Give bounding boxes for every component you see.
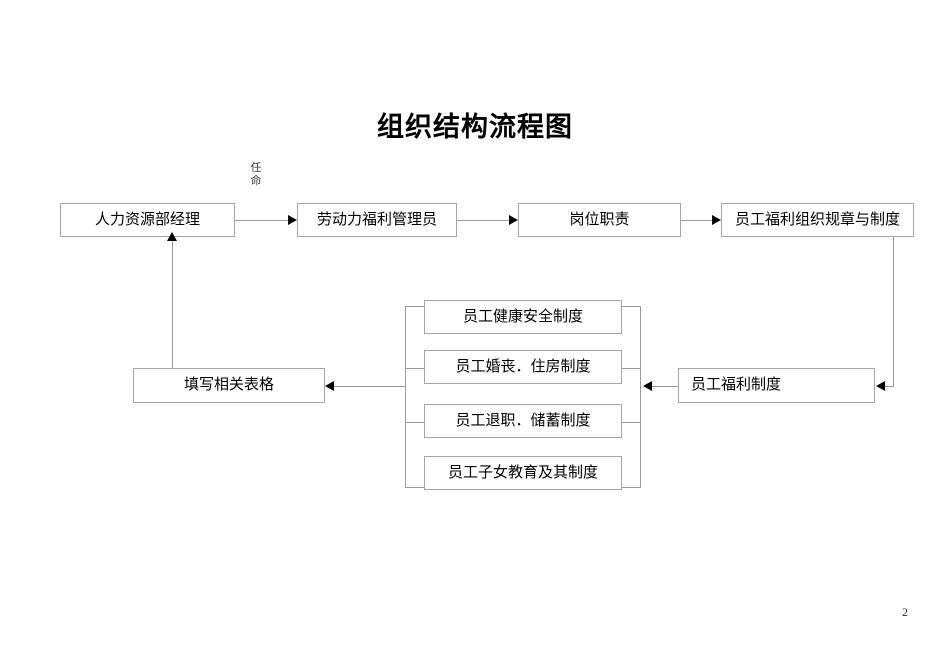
- policy-stub-right-retire: [622, 422, 641, 423]
- connector-fill-forms-up: [172, 241, 173, 368]
- arrowhead-duties-to-rules: [712, 215, 721, 225]
- arrowhead-admin-to-duties: [509, 215, 518, 225]
- policy-rail-left: [405, 306, 406, 487]
- connector-welfare-system-to-policies: [652, 386, 678, 387]
- connector-admin-to-duties: [457, 220, 509, 221]
- node-welfare-rules[interactable]: 员工福利组织规章与制度: [721, 203, 914, 237]
- connector-rules-down: [893, 237, 894, 386]
- page-title: 组织结构流程图: [377, 112, 573, 142]
- policy-stub-left-education: [405, 487, 425, 488]
- node-job-duties[interactable]: 岗位职责: [518, 203, 681, 237]
- policy-stub-right-education: [622, 487, 641, 488]
- node-welfare-admin[interactable]: 劳动力福利管理员: [297, 203, 457, 237]
- policy-stub-left-retire: [405, 422, 425, 423]
- policy-rail-right: [640, 306, 641, 487]
- node-policy-health[interactable]: 员工健康安全制度: [424, 300, 622, 334]
- policy-stub-left-marriage: [405, 368, 425, 369]
- connector-policies-to-fill-forms: [334, 386, 406, 387]
- policy-stub-left-health: [405, 306, 425, 307]
- node-policy-marriage[interactable]: 员工婚丧．住房制度: [424, 350, 622, 384]
- arrowhead-hr-to-admin: [288, 215, 297, 225]
- node-hr-manager[interactable]: 人力资源部经理: [60, 203, 235, 237]
- arrowhead-into-welfare-system: [876, 381, 885, 391]
- connector-rules-to-welfare-system: [885, 386, 894, 387]
- policy-stub-right-health: [622, 306, 641, 307]
- node-welfare-system[interactable]: 员工福利制度: [678, 368, 875, 403]
- connector-hr-to-admin: [235, 220, 288, 221]
- connector-duties-to-rules: [681, 220, 712, 221]
- arrowhead-into-policy-rail: [643, 381, 652, 391]
- node-fill-forms[interactable]: 填写相关表格: [133, 368, 325, 403]
- node-policy-education[interactable]: 员工子女教育及其制度: [424, 456, 622, 490]
- node-policy-retire[interactable]: 员工退职．储蓄制度: [424, 404, 622, 438]
- arrowhead-into-hr-manager: [167, 232, 177, 241]
- policy-stub-right-marriage: [622, 368, 641, 369]
- edge-label-appointment: 任命: [250, 162, 262, 187]
- page-number: 2: [902, 605, 908, 619]
- arrowhead-into-fill-forms: [325, 381, 334, 391]
